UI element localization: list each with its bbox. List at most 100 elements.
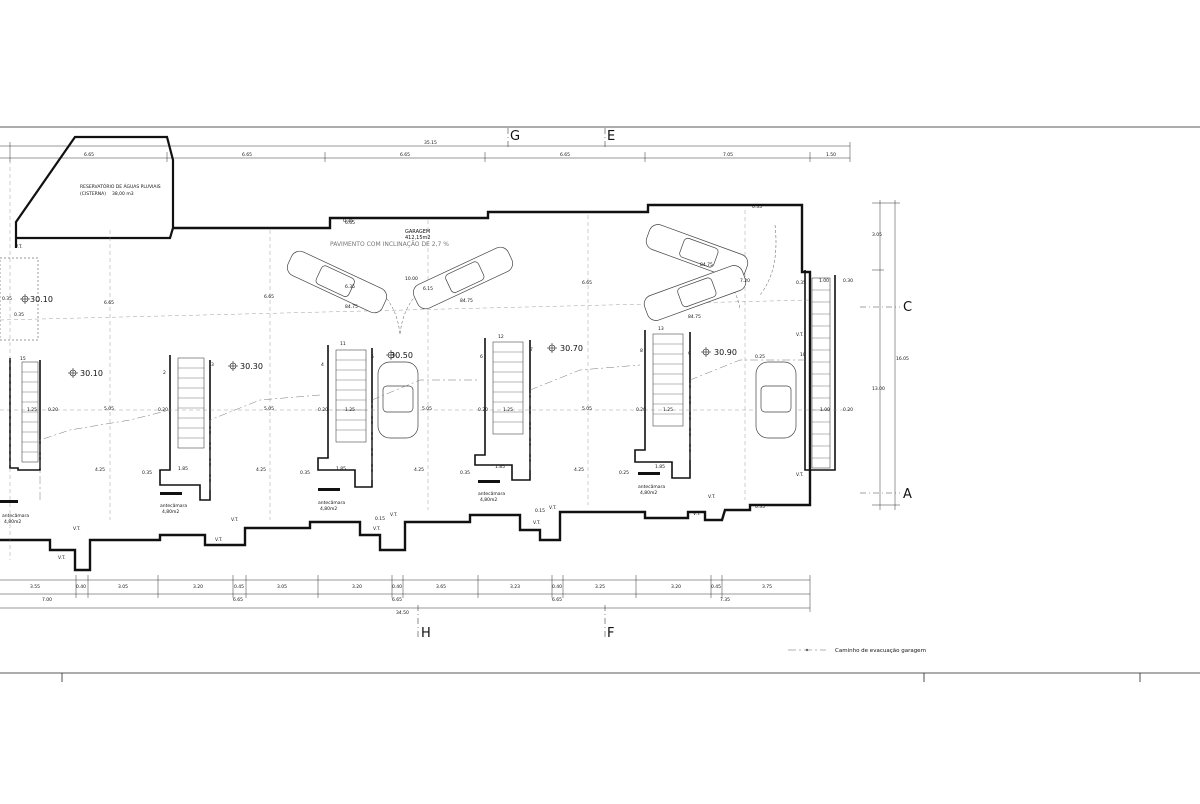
stair-steps — [22, 289, 830, 459]
dim-bottom-row2-2: 6.65 — [233, 597, 243, 603]
step-number: 11 — [340, 341, 346, 347]
dim-inner: 6.65 — [104, 300, 114, 306]
antecamara-label: antecâmara — [2, 512, 29, 519]
dim-inner: 1.85 — [655, 464, 665, 470]
dim-bottom-3: 3.05 — [118, 584, 128, 590]
step-number: 13 — [658, 326, 664, 332]
dim-inner: 1.25 — [345, 407, 355, 413]
vt-label: V.T. — [796, 472, 804, 478]
legend-dot — [805, 648, 809, 652]
dim-inner: 4.25 — [414, 467, 424, 473]
dim-bottom-5: 0.45 — [234, 584, 244, 590]
car-icon — [645, 224, 749, 280]
car-icon — [286, 250, 388, 314]
dim-inner: 1.85 — [178, 466, 188, 472]
building-outline — [0, 203, 812, 572]
left-edge-labels: 0.35 0.35 — [2, 296, 24, 318]
dim-inner: 5.05 — [582, 406, 592, 412]
dim-inner: 0.15 — [535, 508, 545, 514]
dim-top-5: 7.05 — [723, 152, 733, 158]
antecamara-area: 4,80m2 — [320, 506, 337, 512]
stair-numbers: 15 2 3 4 5 6 7 8 9 10 11 12 13 — [20, 326, 806, 376]
dim-inner: 0.25 — [619, 470, 629, 476]
dim-inner: 10.00 — [405, 276, 418, 282]
level-label: 30.30 — [240, 362, 263, 371]
dim-inner: 1.85 — [495, 464, 505, 470]
vt-label: V.T. — [15, 244, 23, 250]
dim-inner: 1.00 — [819, 278, 829, 284]
grid-label-f: F — [607, 626, 614, 641]
vt-label: V.T. — [373, 526, 381, 532]
dim-inner: 0.20 — [478, 407, 488, 413]
dim-inner: 0.30 — [843, 278, 853, 284]
dim-inner: 0.20 — [636, 407, 646, 413]
dim-inner: 0.35 — [2, 296, 12, 302]
vt-label: V.T. — [390, 512, 398, 518]
dim-bottom-1: 3.55 — [30, 584, 40, 590]
door-marks — [0, 472, 660, 503]
dim-bottom-9: 3.65 — [436, 584, 446, 590]
dim-inner: 5.05 — [422, 406, 432, 412]
dim-top-1: 6.65 — [84, 152, 94, 158]
structural-axes — [0, 160, 850, 560]
dim-inner: 0.35 — [142, 470, 152, 476]
garage-slope-note: PAVIMENTO COM INCLINAÇÃO DE 2,7 % — [330, 241, 449, 248]
level-markers — [20, 294, 711, 378]
dim-inner: 1.25 — [663, 407, 673, 413]
cistern-title: RESERVATÓRIO DE ÁGUAS PLUVIAIS — [80, 183, 161, 190]
dim-top-3: 6.65 — [400, 152, 410, 158]
step-number: 9 — [688, 351, 691, 357]
grid-axes — [417, 128, 900, 640]
dim-inner: 0.35 — [14, 312, 24, 318]
step-number: 6 — [480, 354, 483, 360]
dim-top-4: 6.65 — [560, 152, 570, 158]
step-number: 7 — [530, 347, 533, 353]
vt-labels: V.T. V.T. V.T. V.T. V.T. V.T. V.T. V.T. … — [15, 244, 804, 561]
parked-cars — [286, 224, 797, 439]
dim-top-2: 6.65 — [242, 152, 252, 158]
dim-inner: 84.75 — [460, 298, 473, 304]
dim-inner: 0.35 — [343, 218, 353, 224]
step-number: 2 — [163, 370, 166, 376]
garage-area: 412,15m2 — [405, 235, 431, 241]
dim-bottom-13: 3.20 — [671, 584, 681, 590]
antecamara-area: 4,80m2 — [480, 497, 497, 503]
dim-bottom-4: 3.20 — [193, 584, 203, 590]
dim-right-2: 16.05 — [896, 356, 909, 362]
dim-bottom-7: 3.20 — [352, 584, 362, 590]
dim-inner: 0.35 — [460, 470, 470, 476]
grid-label-c: C — [903, 300, 912, 315]
dim-inner: 0.35 — [752, 204, 762, 210]
car-icon — [755, 361, 797, 439]
dim-inner: 84.75 — [700, 262, 713, 268]
cistern-subtitle: (CISTERNA) — [80, 191, 106, 197]
antecamara-area: 4,80m2 — [162, 509, 179, 515]
antecamara-area: 4,80m2 — [4, 519, 21, 525]
dim-right-3: 13.00 — [872, 386, 885, 392]
dim-inner: 0.35 — [796, 280, 806, 286]
dim-inner: 0.20 — [158, 407, 168, 413]
dim-bottom-10: 3.23 — [510, 584, 520, 590]
dim-inner: 0.20 — [318, 407, 328, 413]
legend-label: Caminho de evacuação garagem — [835, 648, 926, 654]
dim-top-6: 1.50 — [826, 152, 836, 158]
step-number: 8 — [640, 348, 643, 354]
dim-inner: 4.25 — [95, 467, 105, 473]
level-labels: 30.10 30.10 30.30 30.50 30.70 30.90 — [30, 295, 737, 378]
dim-bottom-row2-1: 7.00 — [42, 597, 52, 603]
car-icon — [412, 246, 514, 310]
grid-label-a: A — [903, 487, 912, 502]
antecamara-label: antecâmara — [318, 499, 345, 506]
dim-inner: 6.65 — [582, 280, 592, 286]
dim-inner: 1.25 — [503, 407, 513, 413]
dim-inner: 0.35 — [755, 504, 765, 510]
dim-inner: 0.25 — [755, 354, 765, 360]
grid-label-e: E — [607, 129, 615, 144]
dim-inner: 1.85 — [336, 466, 346, 472]
dim-bottom-11: 0.40 — [552, 584, 562, 590]
antecamara-label: antecâmara — [160, 502, 187, 509]
dim-inner: 4.25 — [574, 467, 584, 473]
dim-bottom-15: 3.75 — [762, 584, 772, 590]
level-label: 30.10 — [80, 369, 103, 378]
vt-label: V.T. — [58, 555, 66, 561]
